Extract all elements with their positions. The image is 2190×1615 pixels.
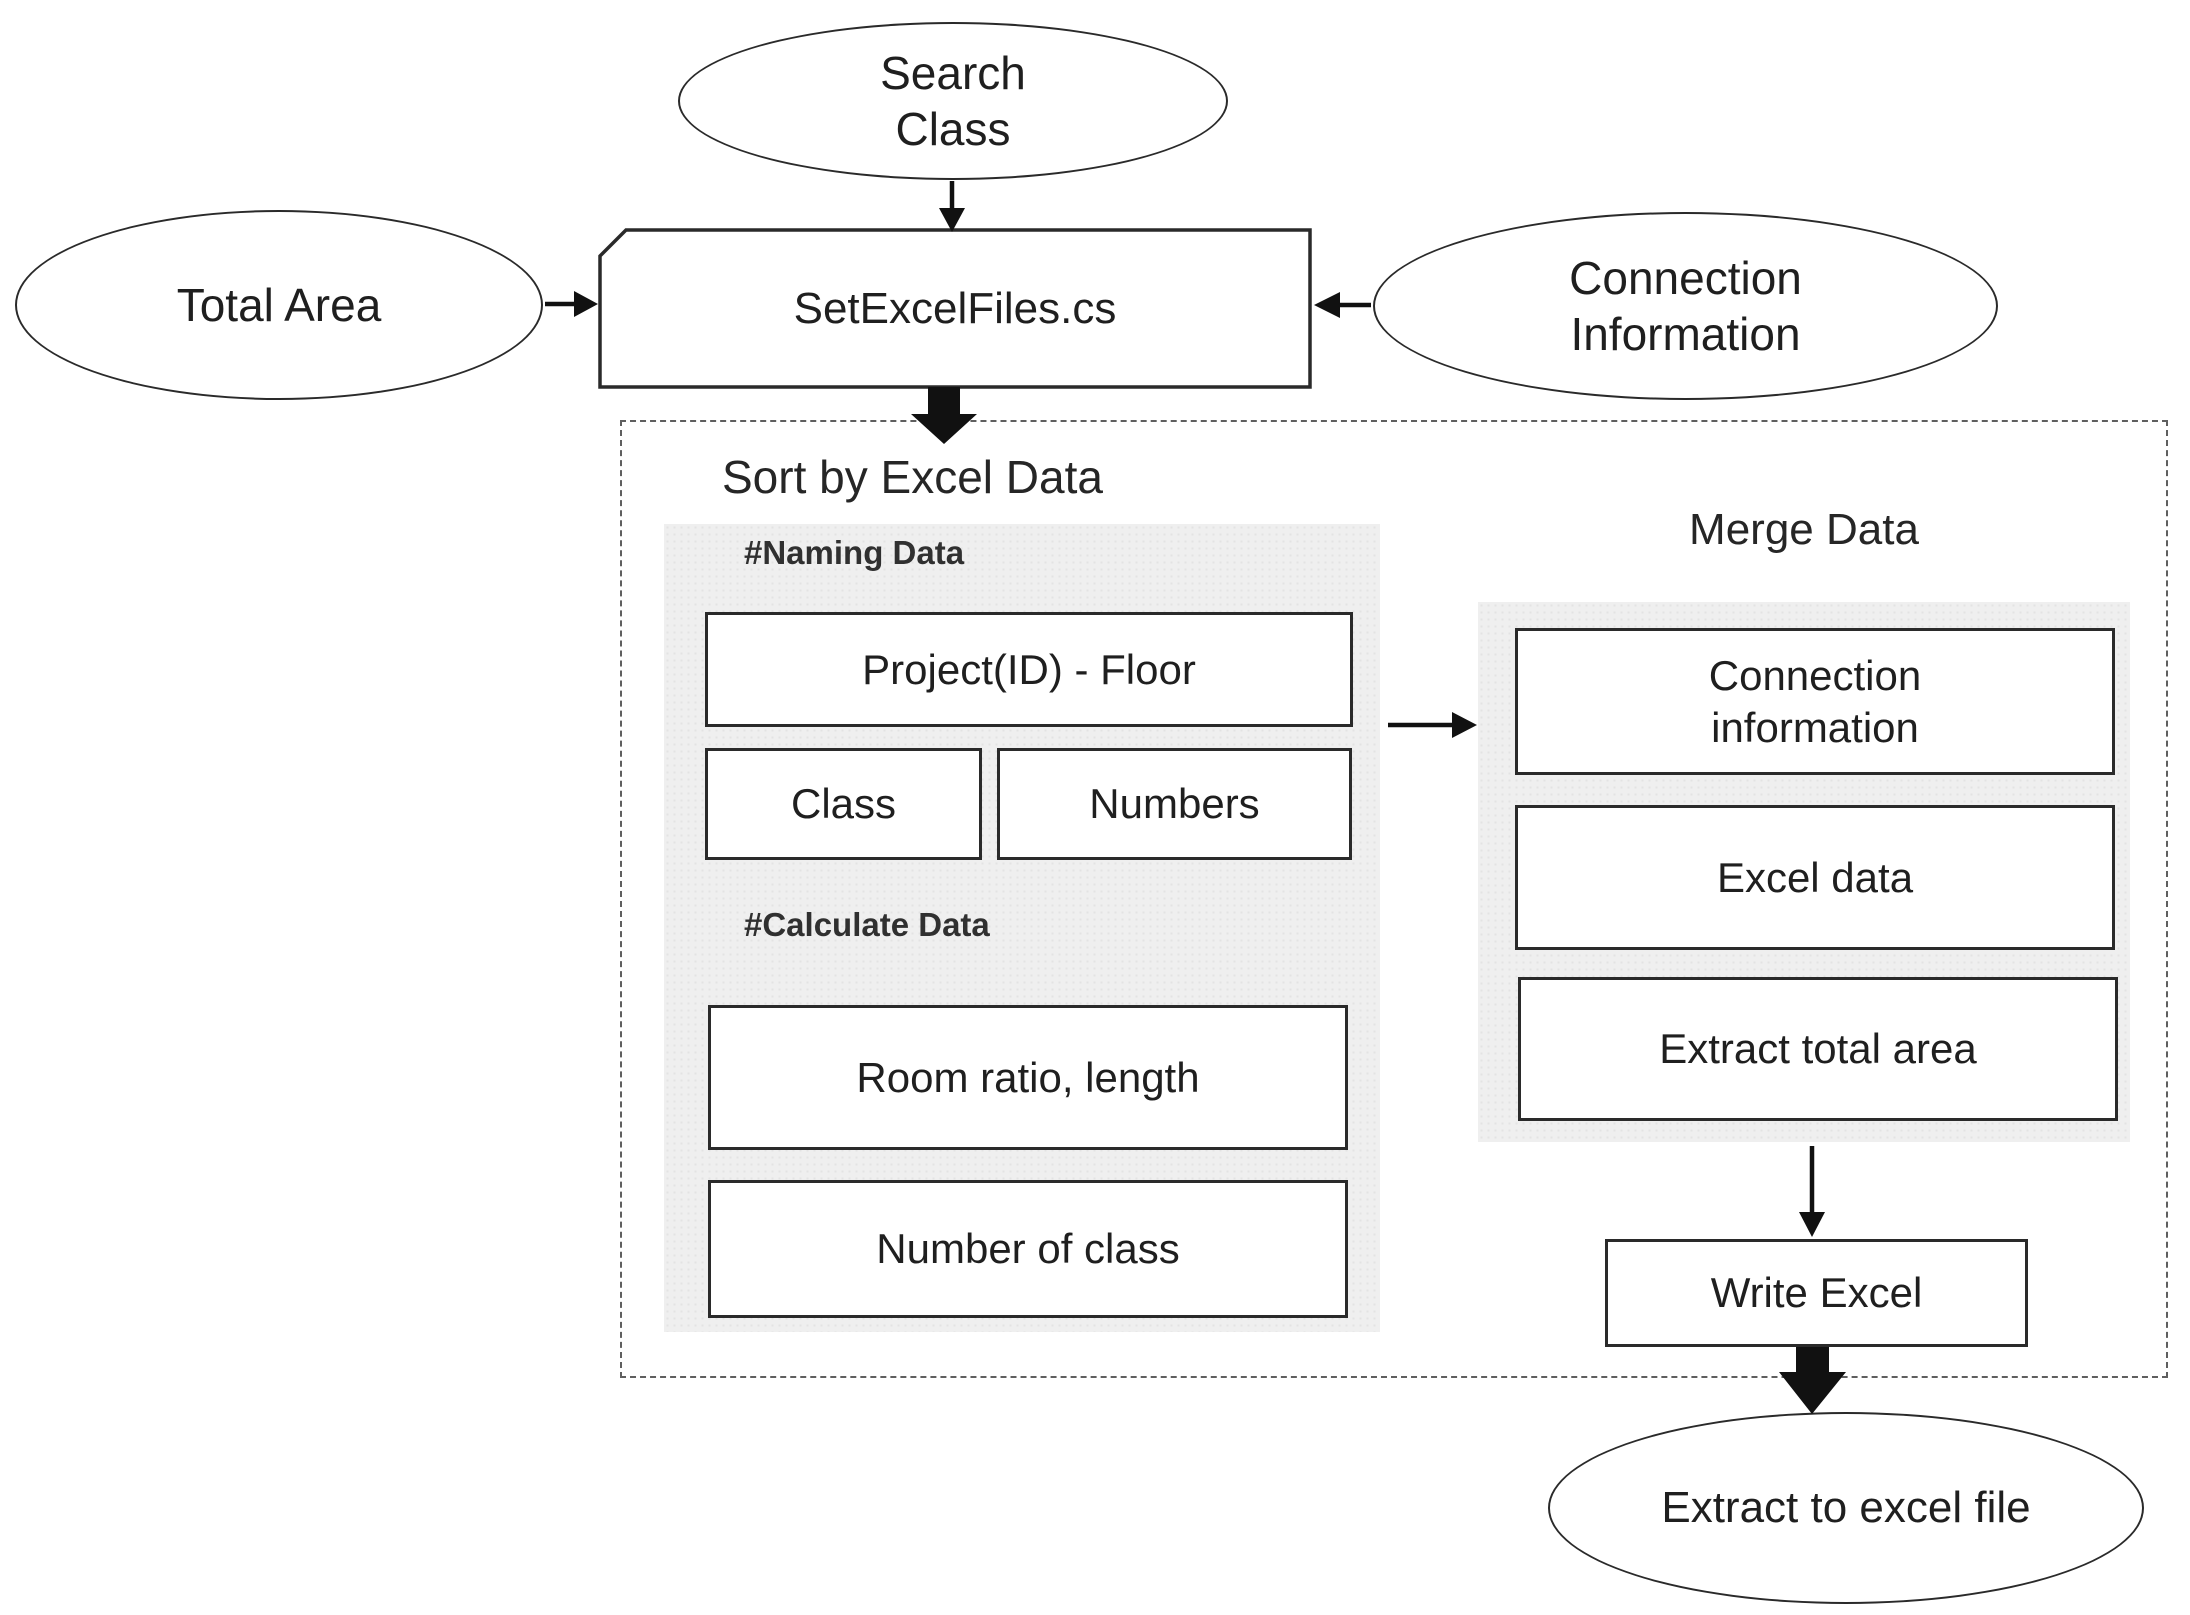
total-area-label: Total Area (176, 278, 382, 331)
sort-section-title: Sort by Excel Data (722, 451, 1103, 503)
naming-data-label: #Naming Data (744, 534, 965, 571)
numbers-label: Numbers (1089, 780, 1260, 828)
merge-connection-information-box: Connection information (1515, 628, 2115, 775)
arrow-total-area-to-setexcelfiles (545, 291, 598, 317)
arrow-search-class-to-setexcelfiles (939, 181, 965, 232)
number-of-class-label: Number of class (876, 1225, 1180, 1273)
merge-section-title: Merge Data (1689, 505, 1919, 554)
room-ratio-length-box: Room ratio, length (708, 1005, 1348, 1150)
arrow-connection-information-to-setexcelfiles (1314, 292, 1371, 318)
connection-information-label: Connection Information (1569, 251, 1802, 360)
merge-connection-information-label: Connection information (1708, 652, 1922, 751)
write-excel-label: Write Excel (1710, 1269, 1923, 1317)
number-of-class-box: Number of class (708, 1180, 1348, 1318)
extract-total-area-box: Extract total area (1518, 977, 2118, 1121)
project-floor-box: Project(ID) - Floor (705, 612, 1353, 727)
project-floor-label: Project(ID) - Floor (862, 645, 1196, 693)
excel-data-label: Excel data (1716, 853, 1914, 901)
set-excel-files-box: SetExcelFiles.cs (600, 230, 1310, 387)
extract-to-excel-file-ellipse: Extract to excel file (1548, 1412, 2144, 1604)
extract-to-excel-file-label: Extract to excel file (1661, 1483, 2031, 1533)
room-ratio-length-label: Room ratio, length (856, 1053, 1200, 1101)
write-excel-box: Write Excel (1605, 1239, 2028, 1347)
class-label: Class (790, 780, 897, 828)
extract-total-area-label: Extract total area (1659, 1025, 1977, 1073)
excel-data-box: Excel data (1515, 805, 2115, 950)
class-box: Class (705, 748, 982, 860)
calculate-data-label: #Calculate Data (744, 906, 990, 943)
search-class-ellipse: Search Class (678, 22, 1228, 180)
numbers-box: Numbers (997, 748, 1352, 860)
connection-information-ellipse: Connection Information (1373, 212, 1998, 400)
set-excel-files-label: SetExcelFiles.cs (793, 283, 1117, 333)
total-area-ellipse: Total Area (15, 210, 543, 400)
search-class-label: Search Class (880, 46, 1026, 155)
